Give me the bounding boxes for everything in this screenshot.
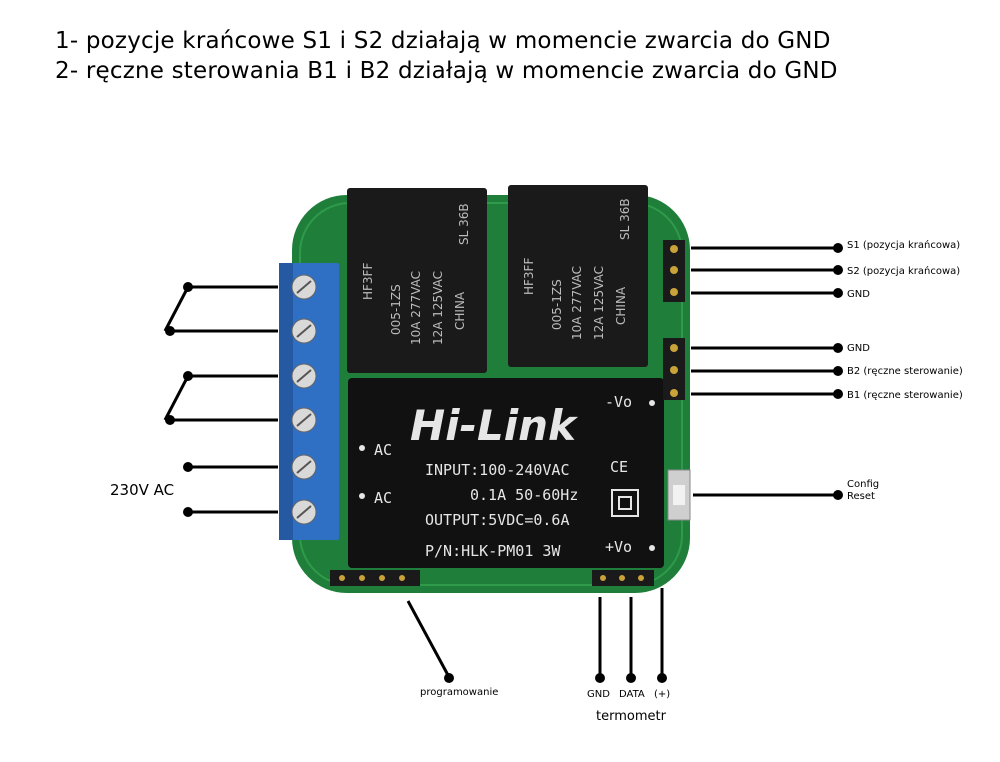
- config-reset-button: [667, 469, 691, 521]
- pin-gnd2-label: GND: [847, 343, 870, 354]
- psu-ac-top: AC: [374, 441, 392, 459]
- relay-1-brand: HF3FF: [361, 263, 375, 300]
- bottom-terminals: [444, 673, 667, 683]
- thermo-data-label: DATA: [619, 689, 645, 700]
- psu-part-number: P/N:HLK-PM01 3W: [425, 542, 561, 560]
- psu-vo-plus: +Vo: [605, 538, 632, 556]
- pin-b2-label: B2 (ręczne sterowanie): [847, 366, 963, 377]
- hi-link-power-module: Hi-Link INPUT:100-240VAC 0.1A 50-60Hz OU…: [348, 378, 664, 568]
- terminal-screw-slot: [296, 324, 312, 338]
- psu-ac-bottom: AC: [374, 489, 392, 507]
- relay-1-model: 005-1ZS: [389, 284, 403, 335]
- programming-label: programowanie: [420, 687, 498, 698]
- config-label: Config: [847, 479, 879, 490]
- terminal-screw-slot: [296, 280, 312, 294]
- thermometer-label: termometr: [596, 709, 667, 724]
- relay-2-cert: SL 36B: [618, 198, 632, 240]
- relay-2: HF3FF 005-1ZS 10A 277VAC 12A 125VAC CHIN…: [508, 185, 648, 367]
- pin-s2-label: S2 (pozycja krańcowa): [847, 265, 960, 277]
- pin-s1-label: S1 (pozycja krańcowa): [847, 239, 960, 251]
- thermo-gnd-label: GND: [587, 689, 610, 700]
- psu-vo-minus: -Vo: [605, 393, 632, 411]
- pin-b1-label: B1 (ręczne sterowanie): [847, 390, 963, 401]
- relay-2-brand: HF3FF: [522, 258, 536, 295]
- relay-1-origin: CHINA: [453, 291, 467, 330]
- programming-header: [330, 570, 420, 586]
- terminal-screw-slot: [296, 460, 312, 474]
- note-manual-controls: 2- ręczne sterowania B1 i B2 działają w …: [55, 58, 838, 84]
- relay-2-spec2: 12A 125VAC: [592, 266, 606, 340]
- reset-label: Reset: [847, 491, 875, 502]
- note-limit-switches: 1- pozycje krańcowe S1 i S2 działają w m…: [55, 28, 831, 54]
- psu-double-insulation-mark: [611, 489, 639, 517]
- right-terminals: [833, 243, 843, 500]
- terminal-screw-slot: [296, 505, 312, 519]
- relay-1-cert: SL 36B: [457, 203, 471, 245]
- left-wiring: [163, 285, 278, 514]
- relay-2-model: 005-1ZS: [550, 279, 564, 330]
- left-terminals: [165, 282, 193, 517]
- ac-supply-label: 230V AC: [110, 481, 174, 499]
- screw-terminal-block: [279, 263, 339, 540]
- psu-brand: Hi-Link: [410, 401, 579, 450]
- psu-input: INPUT:100-240VAC: [425, 461, 570, 479]
- terminal-screw-slot: [296, 413, 312, 427]
- right-wiring: [691, 246, 838, 497]
- relay-1: HF3FF 005-1ZS 10A 277VAC 12A 125VAC CHIN…: [347, 188, 487, 373]
- psu-ce-mark: CE: [610, 458, 628, 476]
- thermometer-header: [592, 570, 654, 586]
- thermo-plus-label: (+): [654, 689, 670, 700]
- bottom-wiring: [406, 588, 664, 678]
- right-pin-header: [663, 240, 685, 400]
- terminal-screw-slot: [296, 369, 312, 383]
- relay-2-spec1: 10A 277VAC: [570, 266, 584, 340]
- relay-2-origin: CHINA: [614, 286, 628, 325]
- pin-gnd1-label: GND: [847, 289, 870, 300]
- relay-1-spec2: 12A 125VAC: [431, 271, 445, 345]
- psu-current: 0.1A 50-60Hz: [470, 486, 578, 504]
- relay-1-spec1: 10A 277VAC: [409, 271, 423, 345]
- psu-output: OUTPUT:5VDC=0.6A: [425, 511, 570, 529]
